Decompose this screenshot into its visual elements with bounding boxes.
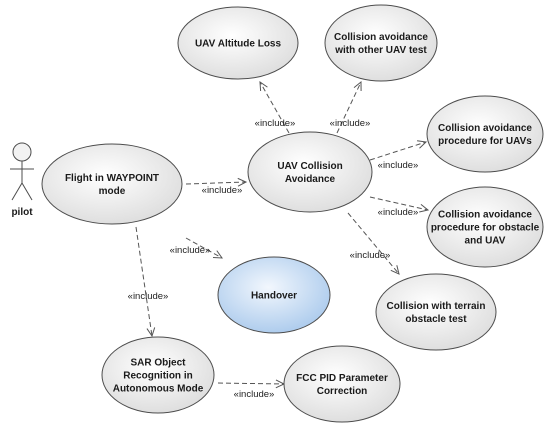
use-case-label: Flight in WAYPOINT [65, 173, 159, 184]
use-case-label: Collision avoidance [334, 32, 428, 43]
include-label: «include» [378, 207, 419, 218]
use-case-label: Correction [317, 386, 368, 397]
include-label: «include» [202, 185, 243, 196]
use-case-ellipse [41, 143, 183, 225]
use-case-label: FCC PID Parameter [296, 373, 388, 384]
use-case-ellipse [217, 256, 331, 334]
use-case-label: UAV Collision [277, 161, 342, 172]
use-case-label: with other UAV test [334, 45, 427, 56]
use-case-label: SAR Object [130, 358, 186, 369]
use-case-altitude[interactable]: UAV Altitude Loss [177, 6, 299, 80]
include-dependency: «include» [347, 212, 400, 275]
use-case-procedure-uavs[interactable]: Collision avoidance procedure for UAVs [426, 95, 544, 173]
include-label: «include» [350, 250, 391, 261]
include-layer: «include» «include» «include» «include» «inc… [128, 80, 430, 400]
use-case-label: procedure for obstacle [431, 223, 540, 234]
include-dependency: «include» [369, 140, 428, 171]
pilot-actor[interactable]: pilot [10, 142, 34, 218]
arrowhead [353, 80, 362, 92]
include-label: «include» [330, 118, 371, 129]
include-line [259, 81, 290, 134]
use-case-label: and UAV [465, 236, 506, 247]
include-line [185, 237, 223, 259]
use-case-label: Avoidance [285, 174, 336, 185]
actor-left-leg [11, 182, 23, 201]
include-line [185, 181, 247, 185]
use-case-label: obstacle test [405, 314, 467, 325]
use-case-procedure-obstacle[interactable]: Collision avoidance procedure for obstacl… [426, 186, 544, 268]
include-label: «include» [255, 118, 296, 129]
use-case-ellipse [375, 273, 497, 351]
actor-right-leg [21, 182, 33, 201]
include-dependency: «include» [128, 226, 169, 338]
use-case-label: mode [99, 186, 126, 197]
actor-head [12, 142, 32, 162]
include-line [336, 81, 362, 134]
include-label: «include» [234, 389, 275, 400]
include-dependency: «include» [185, 177, 248, 196]
use-case-label: procedure for UAVs [438, 136, 532, 147]
use-case-terrain[interactable]: Collision with terrain obstacle test [375, 273, 497, 351]
arrowhead [417, 140, 428, 149]
use-case-ellipse [426, 186, 544, 268]
include-line [217, 382, 285, 385]
arrowhead [259, 81, 268, 92]
use-case-ellipse [324, 4, 438, 82]
use-case-label: Collision avoidance [438, 123, 532, 134]
use-case-label: Recognition in [123, 371, 192, 382]
include-dependency: «include» [170, 237, 224, 259]
use-case-handover[interactable]: Handover [217, 256, 331, 334]
arrowhead [146, 327, 156, 338]
use-case-ellipse [426, 95, 544, 173]
use-case-layer: Flight in WAYPOINT mode UAV CollisionAvoid… [41, 4, 544, 423]
use-case-label: Collision avoidance [438, 210, 532, 221]
include-dependency: «include» [369, 196, 430, 218]
include-line [369, 141, 427, 161]
include-label: «include» [378, 160, 419, 171]
include-line [135, 226, 153, 337]
arrowhead [237, 177, 248, 187]
actor-label: pilot [11, 207, 33, 218]
include-line [369, 196, 429, 211]
include-label: «include» [170, 245, 211, 256]
arrowhead [419, 204, 430, 213]
use-case-label: UAV Altitude Loss [195, 39, 282, 50]
include-dependency: «include» [217, 379, 286, 400]
use-case-label: Collision with terrain [387, 301, 486, 312]
use-case-ellipse [101, 336, 215, 414]
use-case-label: Autonomous Mode [113, 384, 204, 395]
include-dependency: «include» [255, 81, 296, 134]
arrowhead [390, 265, 400, 275]
use-case-label: Handover [251, 291, 297, 302]
use-case-flight[interactable]: Flight in WAYPOINT mode [41, 143, 183, 225]
include-label: «include» [128, 291, 169, 302]
include-dependency: «include» [330, 80, 371, 134]
use-case-ellipse [247, 131, 373, 213]
include-line [347, 212, 400, 275]
use-case-ellipse [177, 6, 299, 80]
arrowhead [212, 250, 224, 259]
use-case-other-uav[interactable]: Collision avoidance with other UAV test [324, 4, 438, 82]
use-case-ellipse [283, 345, 401, 423]
